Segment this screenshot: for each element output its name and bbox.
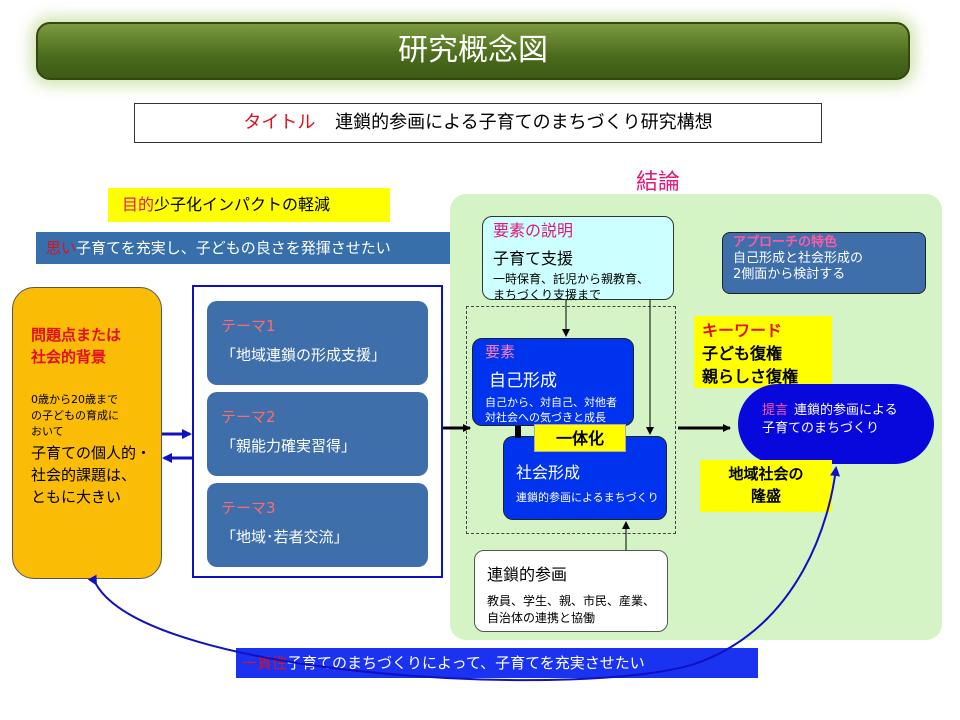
proposal-box: 提言連鎖的参画による 子育てのまちづくり	[738, 384, 934, 464]
consistency-text: 子育てのまちづくりによって、子育てを充実させたい	[287, 654, 645, 672]
purpose-box: 目的少子化インパクトの軽減	[108, 188, 390, 222]
purpose-label: 目的	[122, 195, 155, 214]
consistency-curve-arrows	[87, 466, 841, 682]
subtitle-label: タイトル	[243, 112, 316, 133]
conclusion-label: 結論	[636, 170, 681, 195]
subtitle-box: タイトル 連鎖的参画による子育てのまちづくり研究構想	[134, 103, 822, 143]
approach-box: アプローチの特色 自己形成と社会形成の 2側面から検討する	[722, 232, 926, 294]
theme-2-name: 「親能力確実習得」	[221, 437, 357, 455]
proposal-label: 提言	[762, 403, 789, 418]
proposal-line1: 連鎖的参画による	[794, 403, 898, 418]
keyword-label: キーワード	[702, 321, 783, 340]
page-title: 研究概念図	[36, 22, 910, 80]
theme-1-label: テーマ1	[221, 317, 276, 335]
explain-main: 子育て支援	[493, 249, 574, 268]
theme-1-name: 「地域連鎖の形成支援」	[221, 346, 387, 364]
purpose-text: 少子化インパクトの軽減	[154, 195, 331, 214]
subtitle-text: 連鎖的参画による子育てのまちづくり研究構想	[335, 112, 713, 133]
keyword-line1: 子ども復権	[702, 344, 783, 363]
keyword-box: キーワード 子ども復権 親らしさ復権	[694, 316, 832, 388]
proposal-line2: 子育てのまちづくり	[762, 421, 880, 436]
explain-box: 要素の説明 子育て支援 一時保育、託児から親教育、 まちづくり支援まで	[482, 216, 674, 302]
self-formation-small-line1: 自己から、対自己、対他者	[485, 396, 617, 409]
problem-small-line3: おいて	[31, 425, 64, 438]
wish-box: 思い子育てを充実し、子どもの良さを発揮させたい	[36, 232, 450, 264]
element-label: 要素	[485, 343, 516, 361]
problem-title-line2: 社会的背景	[31, 348, 107, 366]
explain-small-line2: まちづくり支援まで	[493, 288, 602, 302]
problem-small-line1: 0歳から20歳まで	[31, 393, 118, 406]
wish-text: 子育てを充実し、子どもの良さを発揮させたい	[76, 239, 391, 257]
approach-line1: 自己形成と社会形成の	[733, 251, 864, 266]
explain-title: 要素の説明	[493, 221, 574, 240]
participation-small-line2: 自治体の連携と協働	[487, 611, 596, 625]
problem-big-line1: 子育ての個人的・	[31, 444, 152, 462]
keyword-line2: 親らしさ復権	[702, 367, 799, 386]
unity-badge: 一体化	[534, 424, 626, 452]
theme-2: テーマ2 「親能力確実習得」	[207, 392, 428, 476]
approach-line2: 2側面から検討する	[733, 267, 846, 282]
participation-small-line1: 教員、学生、親、市民、産業、	[487, 594, 656, 608]
consistency-box: 一貫性子育てのまちづくりによって、子育てを充実させたい	[236, 648, 758, 678]
self-formation-main: 自己形成	[489, 371, 557, 391]
approach-title: アプローチの特色	[733, 235, 838, 250]
problem-title-line1: 問題点または	[31, 326, 122, 344]
explain-small-line1: 一時保育、託児から親教育、	[493, 272, 650, 286]
self-formation-box: 要素 自己形成 自己から、対自己、対他者 対社会への気づきと成長	[472, 338, 634, 426]
theme-2-label: テーマ2	[221, 408, 276, 426]
wish-label: 思い	[46, 239, 77, 257]
self-formation-small-line2: 対社会への気づきと成長	[485, 411, 606, 424]
problem-small-line2: の子どもの育成に	[31, 409, 119, 422]
theme-1: テーマ1 「地域連鎖の形成支援」	[207, 301, 428, 385]
